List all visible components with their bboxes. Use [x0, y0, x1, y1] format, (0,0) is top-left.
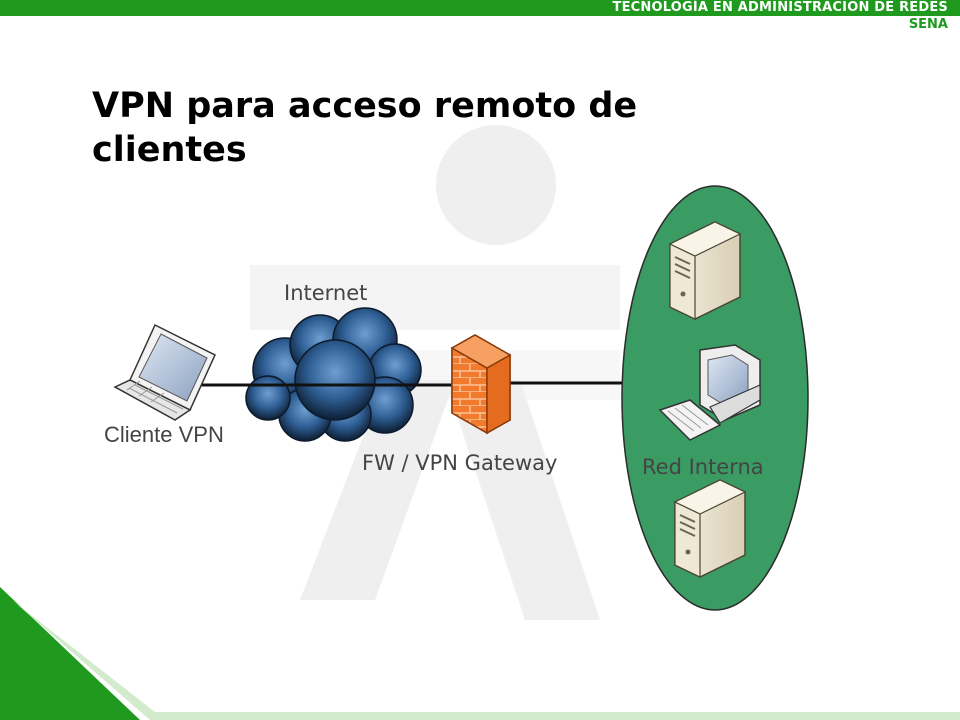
internal-network-label: Red Interna	[642, 455, 764, 479]
header-title: TECNOLOGÍA EN ADMINISTRACIÓN DE REDES	[612, 0, 948, 15]
server-icon-bottom	[673, 479, 747, 578]
laptop-icon	[113, 323, 216, 421]
gateway-label: FW / VPN Gateway	[362, 451, 557, 475]
client-label: Cliente VPN	[104, 422, 224, 447]
header-subtitle: SENA	[908, 17, 948, 32]
corner-decoration	[0, 587, 960, 720]
sena-watermark	[250, 125, 620, 620]
cloud-icon	[245, 307, 422, 442]
firewall-icon	[450, 334, 512, 435]
workstation-icon	[658, 344, 761, 441]
slide-title: VPN para acceso remoto de clientes	[92, 86, 638, 170]
internet-label: Internet	[284, 281, 367, 305]
header-bar: TECNOLOGÍA EN ADMINISTRACIÓN DE REDES	[0, 0, 960, 16]
server-icon-top	[668, 221, 742, 320]
